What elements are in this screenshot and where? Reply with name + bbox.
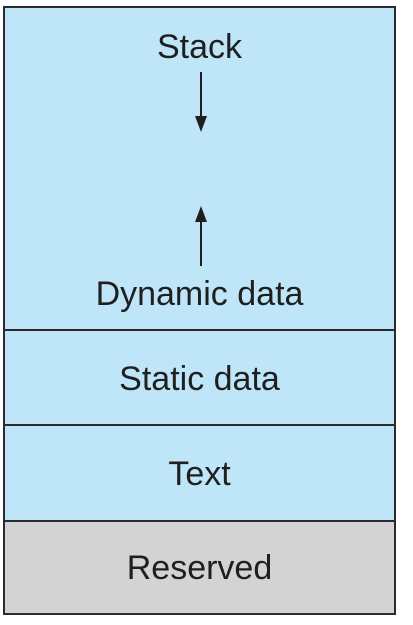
reserved-region: Reserved xyxy=(5,520,394,613)
arrow-down-icon xyxy=(195,72,207,132)
arrow-up-icon xyxy=(195,206,207,266)
static-data-label: Static data xyxy=(119,360,280,398)
stack-dynamic-region: Stack Dynamic data xyxy=(5,8,394,329)
reserved-label: Reserved xyxy=(126,549,273,587)
text-region: Text xyxy=(5,424,394,520)
text-label: Text xyxy=(168,455,231,493)
static-data-region: Static data xyxy=(5,329,394,424)
dynamic-data-label: Dynamic data xyxy=(95,275,304,313)
memory-layout-diagram: Stack Dynamic data Static data Text Rese… xyxy=(3,6,396,615)
stack-label: Stack xyxy=(156,28,243,66)
